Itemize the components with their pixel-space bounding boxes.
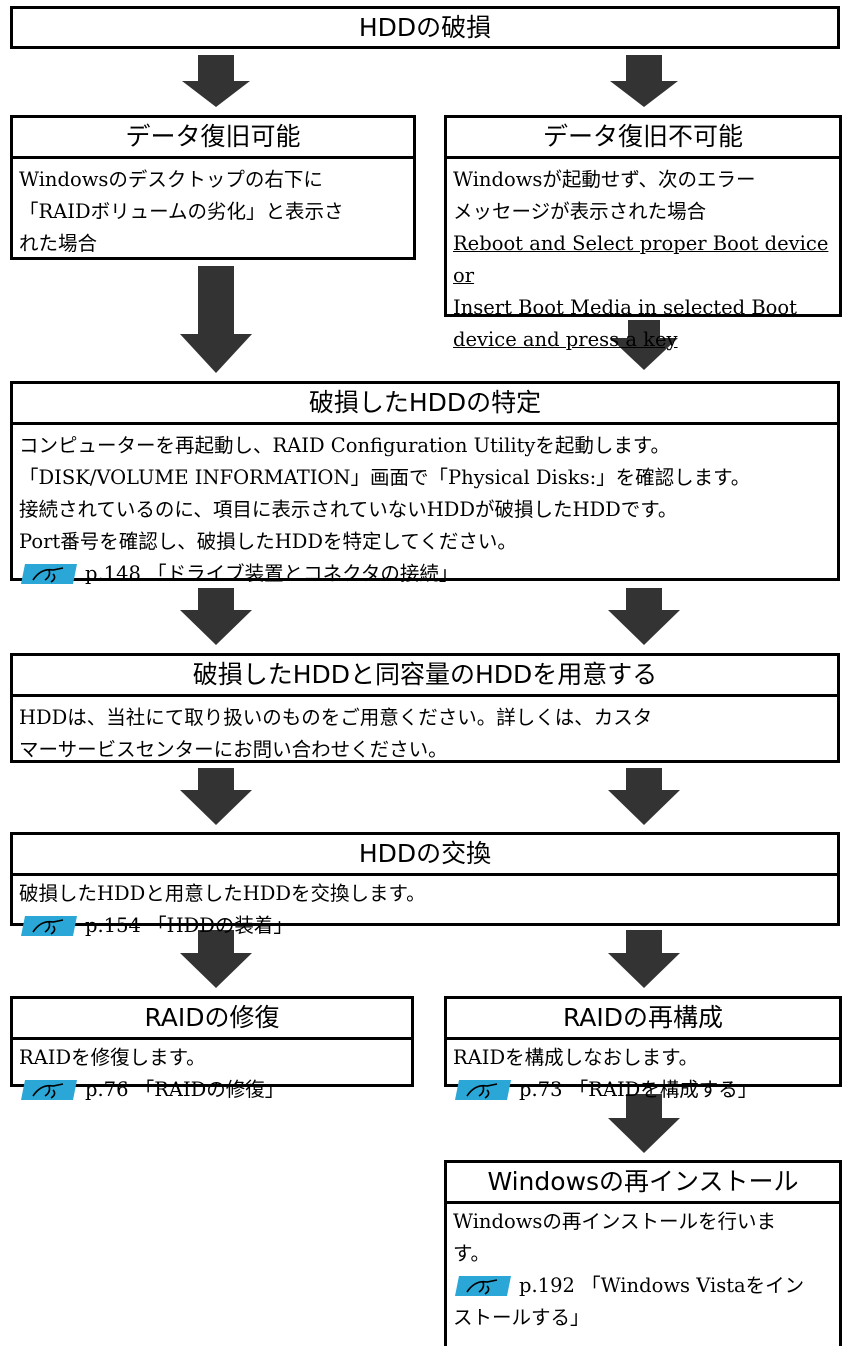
error-message-line: device and press a key [453, 328, 678, 351]
prepare-body: HDDは、当社にて取り扱いのものをご用意ください。詳しくは、カスタ マーサービス… [13, 697, 837, 766]
unrecoverable-box: データ復旧不可能 Windowsが起動せず、次のエラー メッセージが表示された場… [444, 115, 842, 351]
body-line: RAIDを修復します。 [19, 1046, 206, 1069]
repair-box: RAIDの修復 RAIDを修復します。 p.76 「RAIDの修復」 [10, 996, 414, 1101]
arrow-down [610, 320, 678, 370]
pointing-hand-icon [455, 1080, 511, 1100]
body-line: 「RAIDボリュームの劣化」と表示さ [19, 200, 344, 223]
repair-body: RAIDを修復します。 p.76 「RAIDの修復」 [13, 1040, 411, 1106]
reference-text[interactable]: p.154 「HDDの装着」 [85, 914, 293, 937]
reinstall-box: Windowsの再インストール Windowsの再インストールを行いま す。 p… [444, 1160, 842, 1346]
replace-body: 破損したHDDと用意したHDDを交換します。 p.154 「HDDの装着」 [13, 876, 837, 942]
reinstall-body: Windowsの再インストールを行いま す。 p.192 「Windows Vi… [447, 1204, 839, 1334]
body-line: Windowsの再インストールを行いま [453, 1210, 777, 1233]
body-line: コンピューターを再起動し、RAID Configuration Utilityを… [19, 434, 670, 457]
replace-box: HDDの交換 破損したHDDと用意したHDDを交換します。 p.154 「HDD… [10, 832, 840, 937]
body-line: Windowsのデスクトップの右下に [19, 168, 323, 191]
identify-body: コンピューターを再起動し、RAID Configuration Utilityを… [13, 425, 837, 590]
rebuild-title: RAIDの再構成 [447, 999, 839, 1040]
reference-link[interactable]: p.192 「Windows Vistaをイン [453, 1270, 833, 1302]
unrecoverable-body: Windowsが起動せず、次のエラー メッセージが表示された場合 Reboot … [447, 159, 839, 356]
reference-link[interactable]: p.73 「RAIDを構成する」 [453, 1074, 833, 1106]
arrow-down [608, 588, 680, 645]
pointing-hand-icon [455, 1276, 511, 1296]
recoverable-body: Windowsのデスクトップの右下に 「RAIDボリュームの劣化」と表示さ れた… [13, 159, 413, 260]
reference-text[interactable]: p.76 「RAIDの修復」 [85, 1078, 285, 1101]
body-line: れた場合 [19, 232, 98, 255]
pointing-hand-icon [21, 916, 77, 936]
arrow-down [182, 55, 250, 107]
rebuild-body: RAIDを構成しなおします。 p.73 「RAIDを構成する」 [447, 1040, 839, 1106]
rebuild-box: RAIDの再構成 RAIDを構成しなおします。 p.73 「RAIDを構成する」 [444, 996, 842, 1101]
reference-link[interactable]: p.154 「HDDの装着」 [19, 910, 831, 942]
arrow-down [180, 266, 252, 373]
repair-title: RAIDの修復 [13, 999, 411, 1040]
reference-link[interactable]: p.148 「ドライブ装置とコネクタの接続」 [19, 558, 831, 590]
identify-box: 破損したHDDの特定 コンピューターを再起動し、RAID Configurati… [10, 381, 840, 585]
top-box: HDDの破損 [10, 6, 840, 49]
reference-link[interactable]: p.76 「RAIDの修復」 [19, 1074, 405, 1106]
pointing-hand-icon [21, 1080, 77, 1100]
top-title: HDDの破損 [358, 13, 492, 42]
body-line: Port番号を確認し、破損したHDDを特定してください。 [19, 530, 517, 553]
pointing-hand-icon [21, 564, 77, 584]
arrow-down [180, 588, 252, 645]
reference-text[interactable]: p.192 「Windows Vistaをイン [519, 1274, 805, 1297]
body-line: 接続されているのに、項目に表示されていないHDDが破損したHDDです。 [19, 498, 678, 521]
recoverable-title: データ復旧可能 [13, 118, 413, 159]
unrecoverable-title: データ復旧不可能 [447, 118, 839, 159]
body-line: メッセージが表示された場合 [453, 200, 707, 223]
arrow-down [180, 768, 252, 825]
body-line: RAIDを構成しなおします。 [453, 1046, 699, 1069]
reinstall-title: Windowsの再インストール [447, 1163, 839, 1204]
replace-title: HDDの交換 [13, 835, 837, 876]
reference-text[interactable]: p.73 「RAIDを構成する」 [519, 1078, 758, 1101]
prepare-box: 破損したHDDと同容量のHDDを用意する HDDは、当社にて取り扱いのものをご用… [10, 653, 840, 763]
body-line: HDDは、当社にて取り扱いのものをご用意ください。詳しくは、カスタ [19, 706, 653, 729]
prepare-title: 破損したHDDと同容量のHDDを用意する [13, 656, 837, 697]
recoverable-box: データ復旧可能 Windowsのデスクトップの右下に 「RAIDボリュームの劣化… [10, 115, 416, 260]
body-line: 「DISK/VOLUME INFORMATION」画面で「Physical Di… [19, 466, 751, 489]
body-line: す。 [453, 1242, 491, 1265]
reference-text-continued[interactable]: ストールする」 [453, 1306, 590, 1329]
arrow-down [608, 1094, 680, 1153]
arrow-down [180, 930, 252, 988]
arrow-down [610, 55, 678, 107]
error-message-line: Insert Boot Media in selected Boot [453, 296, 798, 319]
arrow-down [608, 930, 680, 988]
arrow-down [608, 768, 680, 825]
body-line: マーサービスセンターにお問い合わせください。 [19, 738, 448, 761]
body-line: 破損したHDDと用意したHDDを交換します。 [19, 882, 426, 905]
body-line: Windowsが起動せず、次のエラー [453, 168, 756, 191]
error-message-line: Reboot and Select proper Boot device or [453, 232, 829, 287]
reference-text[interactable]: p.148 「ドライブ装置とコネクタの接続」 [85, 562, 459, 585]
identify-title: 破損したHDDの特定 [13, 384, 837, 425]
